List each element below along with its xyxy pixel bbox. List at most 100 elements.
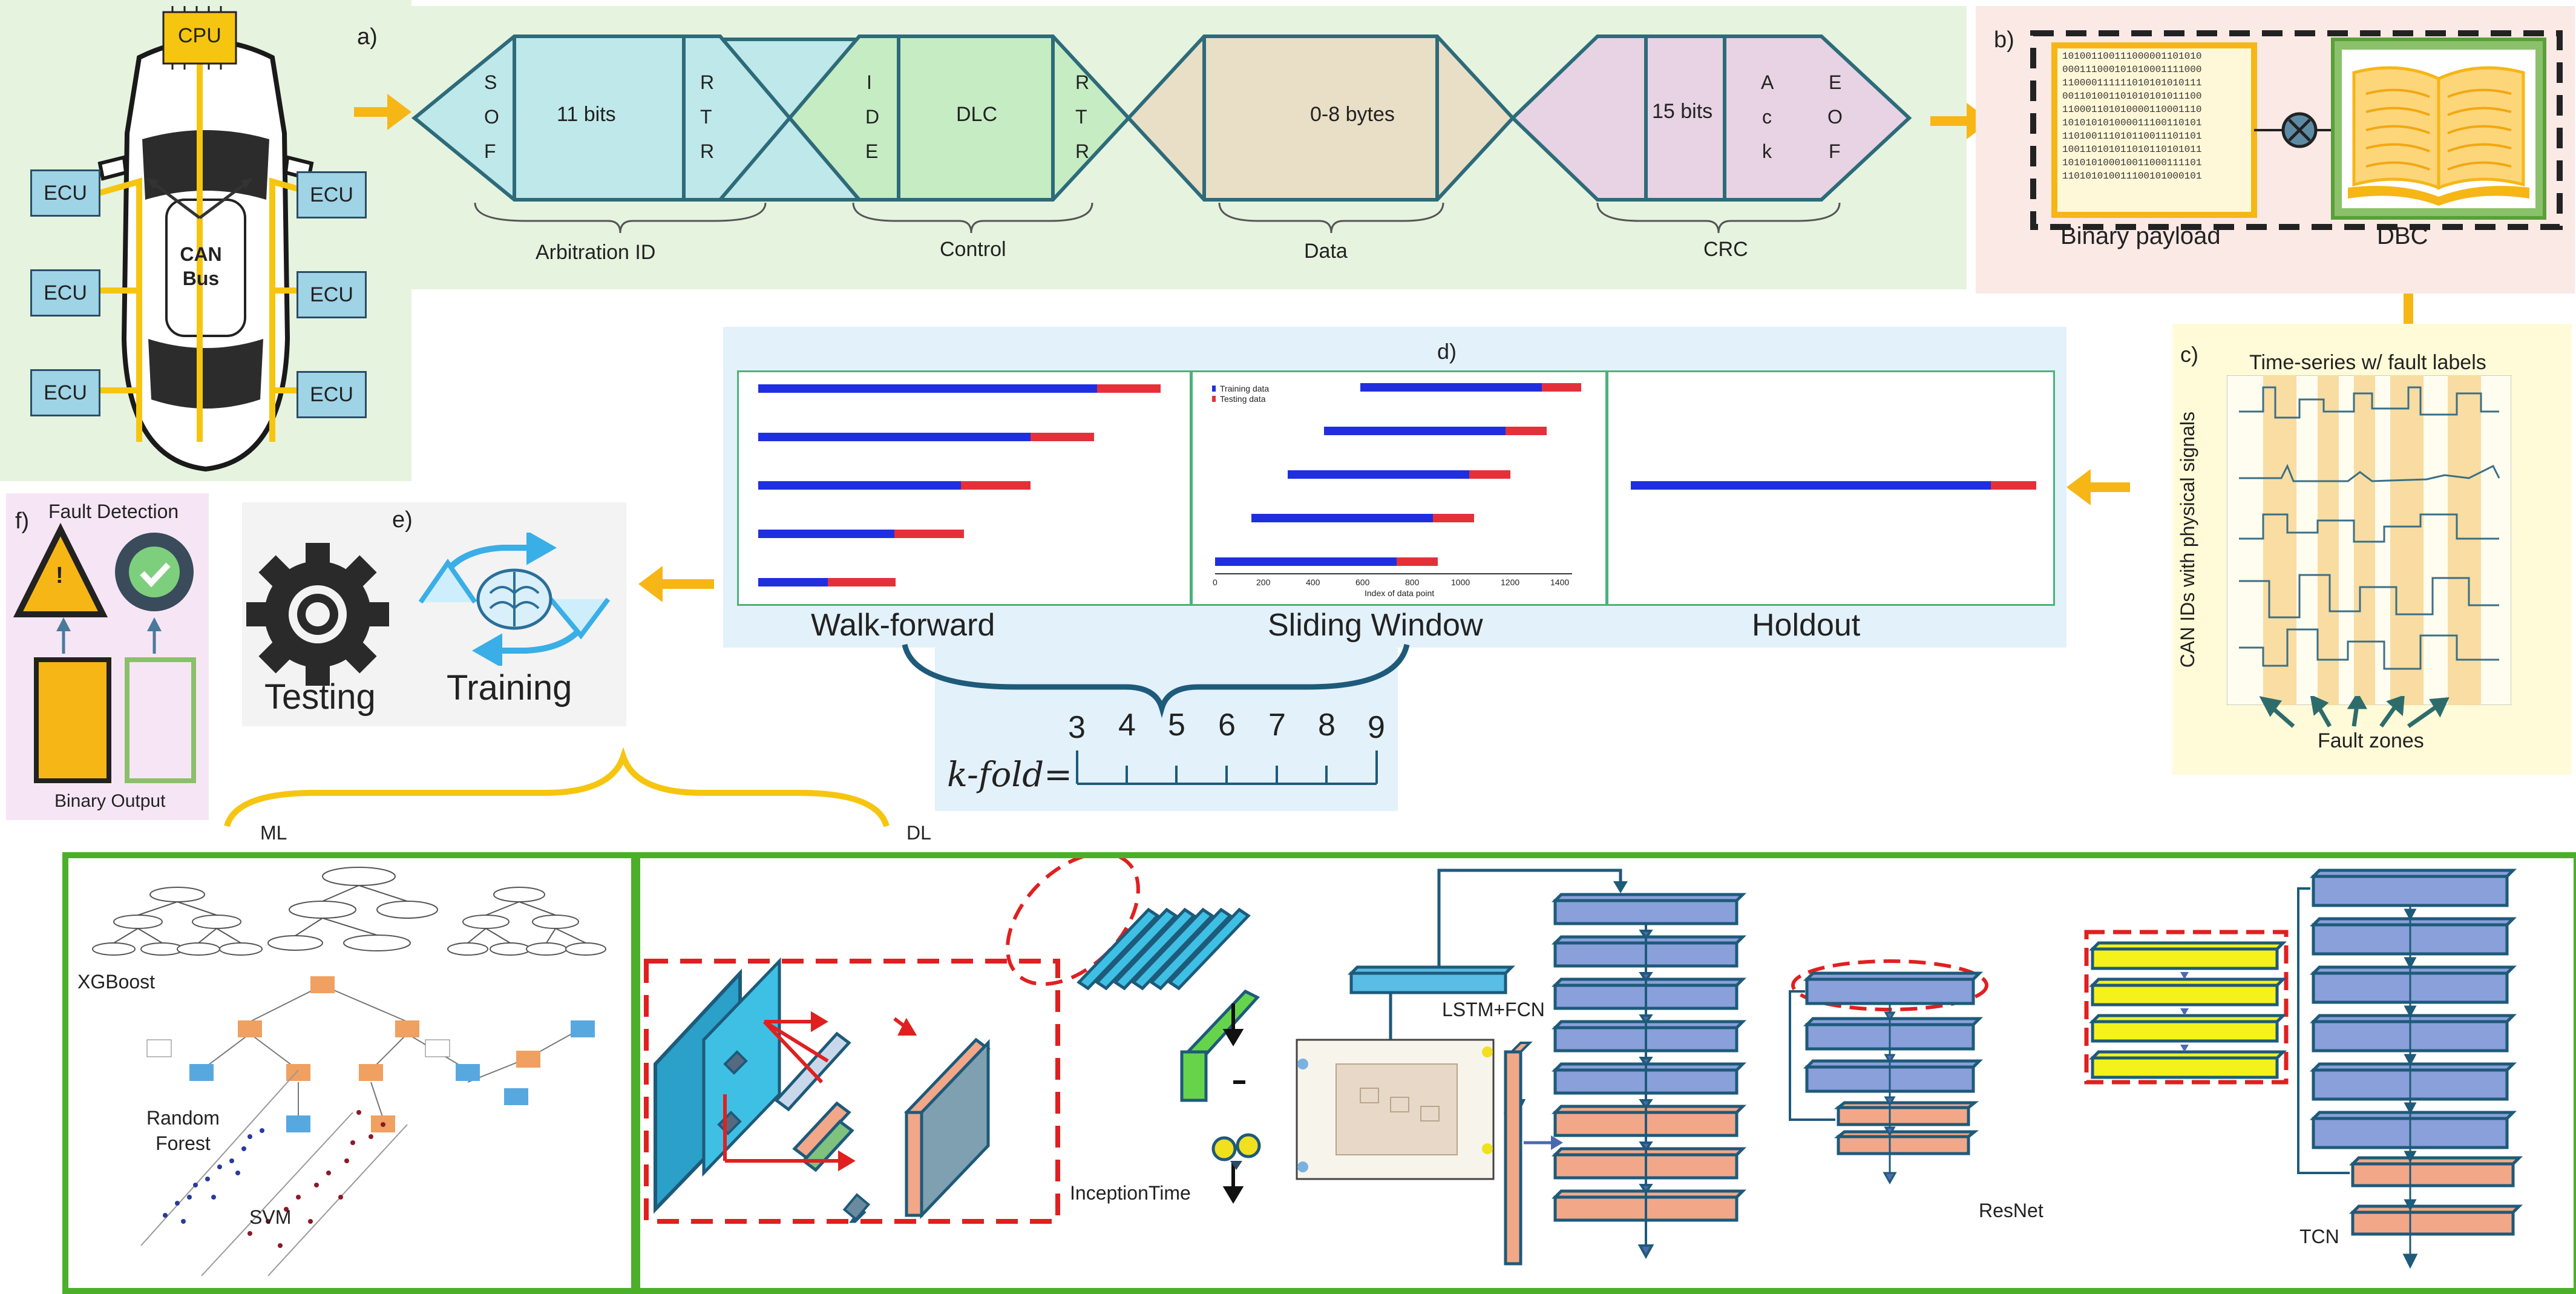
ack-c: c [1762, 106, 1772, 128]
walk-forward-bars [758, 384, 1161, 586]
binary-payload-text: 101001100111000001101010 000111000101010… [2062, 50, 2250, 183]
binary-line: 000111000101010001111000 [2062, 64, 2202, 75]
binary-line: 001101001101010101011100 [2062, 91, 2202, 102]
eof-f: F [1829, 140, 1841, 162]
dl-models-drawing [644, 858, 2523, 1269]
fault-detection-drawing [13, 522, 196, 783]
svm-label: SVM [249, 1206, 292, 1228]
sw-tick: 0 [1213, 577, 1218, 587]
can-bus-label: CAN Bus [180, 243, 222, 289]
timeseries-ylabel: CAN IDs with physical signals [2177, 412, 2198, 668]
cpu-label: CPU [178, 24, 221, 47]
resnet-label: ResNet [1979, 1200, 2043, 1221]
sw-tick: 1400 [1550, 577, 1570, 587]
panel-e-label: e) [392, 507, 413, 533]
ml-models-drawing [92, 867, 606, 1276]
ecu-chip: ECU [297, 171, 367, 218]
testing-label: Testing [264, 677, 376, 717]
sw-tick: 1200 [1501, 577, 1520, 587]
sof-f: F [484, 140, 496, 162]
rtr1-r2: R [700, 140, 715, 162]
panel-b-label: b) [1994, 27, 2014, 53]
sof-s: S [484, 71, 497, 93]
ide-i: I [867, 71, 872, 93]
panel-d-label: d) [1437, 339, 1457, 364]
ecu-chip: ECU [297, 271, 367, 318]
random-forest-label: Random Forest [146, 1107, 220, 1154]
eof-e: E [1829, 71, 1842, 93]
training-brain-icon [418, 533, 611, 666]
control-caption: Control [940, 238, 1006, 261]
sw-tick: 600 [1355, 577, 1370, 587]
arbitration-bits: 11 bits [557, 103, 616, 126]
kfold-value: 6 [1218, 708, 1236, 743]
rtr1-t: T [700, 106, 712, 128]
fault-detection-title: Fault Detection [48, 501, 179, 522]
panel-b-drawing [2030, 30, 2563, 230]
sliding-window-plot [1191, 370, 1607, 606]
dl-label: DL [906, 822, 931, 844]
ml-dl-brace [224, 747, 890, 827]
data-caption: Data [1304, 240, 1348, 263]
legend-training: Training data [1220, 384, 1270, 393]
ack-a: A [1761, 71, 1774, 93]
car-drawing [96, 6, 316, 472]
gear-icon [246, 543, 389, 686]
kfold-value: 9 [1368, 710, 1385, 745]
sw-tick: 1000 [1451, 577, 1470, 587]
rtr2-r2: R [1075, 140, 1090, 162]
kfold-value: 7 [1268, 708, 1286, 743]
sof-o: O [484, 106, 499, 128]
lstm-fcn-label: LSTM+FCN [1442, 999, 1545, 1020]
kfold-brace [902, 643, 1410, 785]
ack-k: k [1762, 140, 1772, 162]
ecu-chip: ECU [30, 369, 100, 416]
holdout-bars [1631, 481, 2036, 490]
sw-tick: 400 [1306, 577, 1320, 587]
ecu-chip: ECU [297, 371, 367, 418]
tcn-label: TCN [2299, 1226, 2339, 1247]
arrow-left-icon [2066, 469, 2130, 505]
kfold-value: 4 [1118, 708, 1136, 743]
ide-d: D [865, 106, 880, 128]
training-label: Training [447, 668, 572, 708]
panel-f-label: f) [15, 508, 30, 534]
ecu-chip: ECU [30, 169, 100, 217]
dbc-caption: DBC [2377, 223, 2428, 249]
binary-payload-caption: Binary payload [2060, 223, 2221, 249]
crc-bits-label: 15 bits [1652, 100, 1713, 123]
sliding-window-label: Sliding Window [1268, 608, 1483, 643]
kfold-value: 3 [1068, 710, 1086, 745]
ide-e: E [865, 140, 879, 162]
binary-line: 101010101000011100110101 [2062, 117, 2202, 128]
binary-line: 110001101010000110001110 [2062, 104, 2202, 115]
ml-label: ML [260, 822, 287, 844]
arrow-right-icon [354, 94, 411, 130]
inceptiontime-label: InceptionTime [1070, 1182, 1191, 1204]
dlc-label: DLC [956, 103, 998, 126]
walk-forward-label: Walk-forward [811, 608, 995, 643]
binary-line: 100110101011010110101011 [2062, 144, 2202, 155]
arrow-left-icon [638, 566, 714, 602]
binary-line: 101001100111000001101010 [2062, 51, 2202, 62]
holdout-label: Holdout [1752, 608, 1861, 643]
kfold-label: k-fold= [947, 755, 1072, 795]
binary-line: 101010100010011000111101 [2062, 157, 2202, 168]
sw-xlabel: Index of data point [1365, 588, 1435, 598]
rtr1-r: R [700, 71, 715, 93]
rtr2-r: R [1075, 71, 1090, 93]
binary-output-caption: Binary Output [54, 791, 166, 811]
fault-zones-caption: Fault zones [2318, 729, 2424, 752]
crc-caption: CRC [1703, 238, 1748, 261]
binary-line: 110101010011100101000101 [2062, 171, 2202, 182]
timeseries-plot [2227, 375, 2511, 705]
binary-line: 110100111010110011101101 [2062, 131, 2202, 142]
xgboost-label: XGBoost [77, 971, 156, 993]
binary-line: 110000111111010101010111 [2062, 77, 2202, 88]
sliding-window-bars [1212, 383, 1581, 574]
panel-a-label: a) [357, 24, 378, 50]
arbitration-caption: Arbitration ID [536, 241, 656, 264]
panel-c-label: c) [2180, 342, 2198, 367]
legend-testing: Testing data [1220, 394, 1266, 404]
fault-zone-arrows [2259, 696, 2450, 728]
